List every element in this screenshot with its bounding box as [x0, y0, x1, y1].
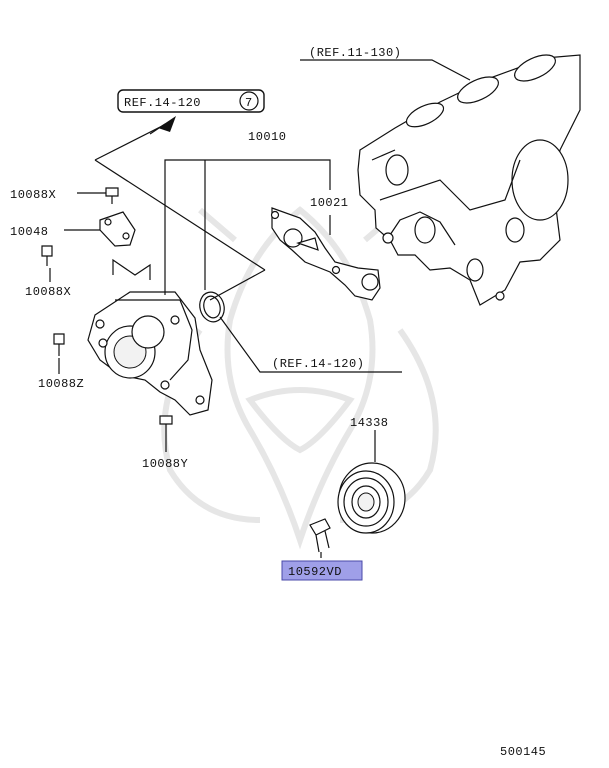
bracket: [99, 211, 136, 247]
bolt-10088z: [53, 333, 65, 356]
label-10592vd[interactable]: 10592VD: [288, 565, 342, 579]
gasket: [270, 207, 381, 301]
label-ref-14-120-circle: 7: [245, 96, 253, 110]
bolt-10592vd: [309, 518, 331, 553]
arrow-icon: [149, 116, 176, 135]
diagram-code: 500145: [500, 745, 546, 759]
o-ring: [199, 291, 225, 323]
label-ref-14-120[interactable]: REF.14-120: [124, 96, 201, 110]
label-10088x-top[interactable]: 10088X: [10, 188, 56, 202]
label-10088z[interactable]: 10088Z: [38, 377, 84, 391]
label-10048[interactable]: 10048: [10, 225, 49, 239]
ref-14-120-circle: [239, 91, 259, 111]
highlight-box: [281, 560, 363, 581]
label-ref-11-130[interactable]: (REF.11-130): [309, 46, 401, 60]
label-10010[interactable]: 10010: [248, 130, 287, 144]
label-10088x-bottom[interactable]: 10088X: [25, 285, 71, 299]
bolt-10088x-bottom: [41, 245, 53, 266]
ref-14-120-box: [117, 89, 265, 113]
bolt-10088x-top: [105, 187, 119, 204]
label-10021[interactable]: 10021: [310, 196, 349, 210]
engine-block: [357, 54, 581, 306]
label-14338[interactable]: 14338: [350, 416, 389, 430]
bolt-10088y: [159, 415, 173, 436]
water-pump: [87, 291, 213, 416]
label-ref-14-120-paren[interactable]: (REF.14-120): [272, 357, 364, 371]
leader-lines: [49, 59, 471, 558]
idler-pulley: [337, 462, 406, 534]
label-10088y[interactable]: 10088Y: [142, 457, 188, 471]
